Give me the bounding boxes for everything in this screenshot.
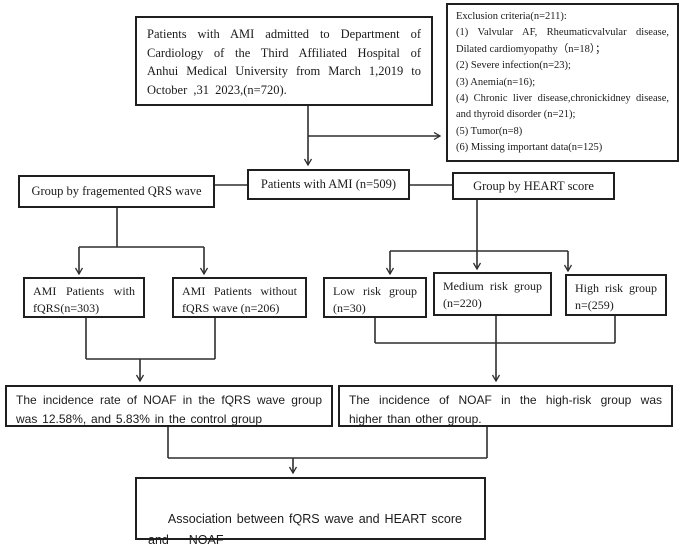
ami-with-fqrs-label: AMI Patients with fQRS(n=303) (33, 284, 135, 315)
conclusion-text: Association between fQRS wave and HEART … (148, 512, 463, 547)
ami-with-fqrs-box: AMI Patients with fQRS(n=303) (23, 277, 145, 318)
low-risk-label: Low risk group (n=30) (333, 284, 417, 315)
ami-without-fqrs-label: AMI Patients without fQRS wave (n=206) (182, 284, 297, 315)
medium-risk-label: Medium risk group (n=220) (443, 279, 542, 310)
exclusion-item: (2) Severe infection(n=23); (456, 60, 571, 72)
enrollment-box: Patients with AMI admitted to Department… (135, 16, 433, 106)
exclusion-criteria-box: Exclusion criteria(n=211): (1) Valvular … (446, 3, 679, 162)
medium-risk-box: Medium risk group (n=220) (433, 272, 552, 316)
exclusion-item: (4) Chronic liver disease,chronickidney … (456, 93, 669, 121)
exclusion-item: (6) Missing important data(n=125) (456, 142, 603, 154)
group-by-fqrs-box: Group by fragemented QRS wave (18, 175, 215, 208)
exclusion-item: (5) Tumor(n=8) (456, 125, 523, 137)
enrollment-text: Patients with AMI admitted to Department… (147, 27, 421, 97)
exclusion-item: (1) Valvular AF, Rheumaticvalvular disea… (456, 27, 669, 55)
group-by-fqrs-label: Group by fragemented QRS wave (31, 184, 202, 198)
patients-ami-box: Patients with AMI (n=509) (247, 169, 410, 200)
conclusion-box: Association between fQRS wave and HEART … (135, 477, 486, 547)
exclusion-title: Exclusion criteria(n=211): (456, 11, 567, 22)
fqrs-incidence-result-box: The incidence rate of NOAF in the fQRS w… (5, 385, 333, 427)
group-by-heart-label: Group by HEART score (473, 178, 594, 193)
heart-incidence-result-text: The incidence of NOAF in the high-risk g… (349, 393, 662, 426)
fqrs-incidence-result-text: The incidence rate of NOAF in the fQRS w… (16, 393, 322, 426)
high-risk-box: High risk group n=(259) (565, 274, 667, 316)
patients-ami-label: Patients with AMI (n=509) (260, 177, 397, 191)
ami-without-fqrs-box: AMI Patients without fQRS wave (n=206) (172, 277, 307, 318)
group-by-heart-box: Group by HEART score (452, 172, 615, 200)
heart-incidence-result-box: The incidence of NOAF in the high-risk g… (338, 385, 673, 427)
exclusion-item: (3) Anemia(n=16); (456, 76, 536, 88)
high-risk-label: High risk group n=(259) (575, 281, 657, 312)
low-risk-box: Low risk group (n=30) (323, 277, 427, 318)
